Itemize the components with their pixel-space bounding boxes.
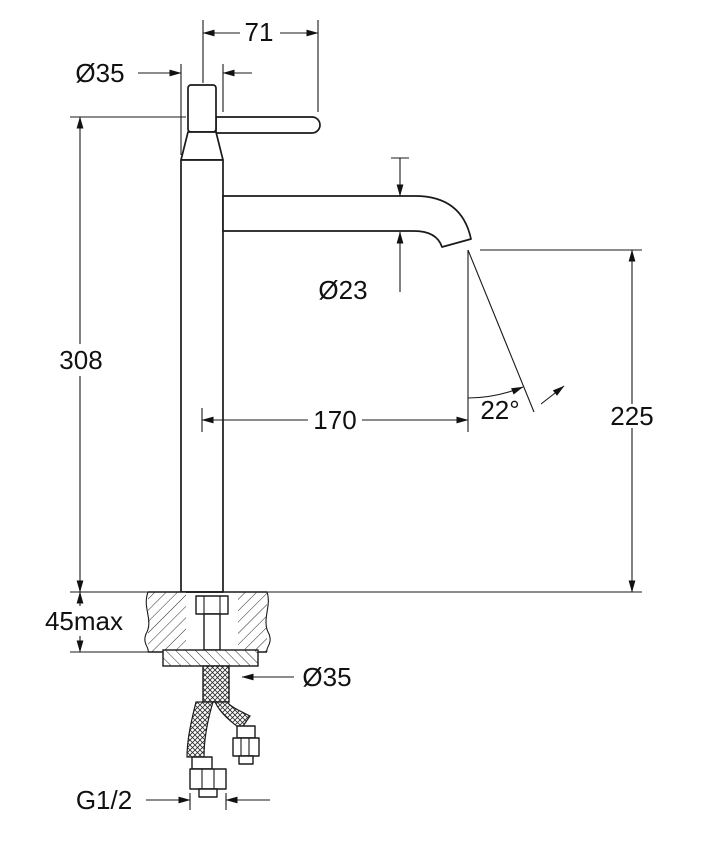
deck-hatch-left xyxy=(148,592,186,652)
deck-break-line-left xyxy=(144,591,150,653)
dim-label-shank-hole-diameter: Ø35 xyxy=(302,662,351,692)
faucet-spout xyxy=(222,195,472,248)
dim-body-diameter: Ø35 xyxy=(75,58,252,155)
faucet-cap-stem xyxy=(187,84,217,133)
faucet-handle xyxy=(215,116,321,134)
dim-label-spout-height: 225 xyxy=(610,401,653,431)
threaded-shank xyxy=(202,665,230,703)
dim-deck-thickness: 45max xyxy=(45,591,148,653)
dim-label-spout-reach: 170 xyxy=(313,405,356,435)
faucet-body xyxy=(180,159,224,593)
angle-arc xyxy=(467,386,524,399)
dim-spout-height: 225 xyxy=(480,249,654,593)
dim-label-stream-angle: 22° xyxy=(480,395,519,425)
hex-fitting-right xyxy=(232,737,260,757)
deck-break-line-right xyxy=(265,591,271,653)
dim-label-body-diameter: Ø35 xyxy=(75,58,124,88)
hex-fitting-left xyxy=(189,768,227,790)
angle-leader-arrow xyxy=(540,385,565,405)
hose-collar-right xyxy=(236,725,256,739)
deck-hatch-right xyxy=(238,592,267,652)
dim-handle-length: 71 xyxy=(202,17,319,112)
water-stream-lines xyxy=(467,249,565,432)
mounting-stud xyxy=(203,613,221,651)
supply-hose-left xyxy=(186,701,214,758)
dim-label-spout-diameter: Ø23 xyxy=(318,275,367,305)
dim-spout-reach: 170 xyxy=(201,405,469,435)
faucet xyxy=(180,84,472,593)
hose-collar-left xyxy=(191,756,213,770)
dim-spout-diameter: Ø23 xyxy=(318,157,409,305)
dim-label-deck-thickness: 45max xyxy=(45,606,123,636)
dim-thread-size: G1/2 xyxy=(76,785,270,815)
dim-stream-angle: 22° xyxy=(480,395,519,425)
mounting-deck xyxy=(70,591,642,653)
dim-body-height: 308 xyxy=(59,116,186,593)
dim-shank-hole-diameter: Ø35 xyxy=(241,662,352,692)
under-counter-assembly xyxy=(162,595,260,798)
stream-angled-line xyxy=(467,249,535,413)
supply-hose-right xyxy=(214,701,251,730)
faucet-neck-cone xyxy=(180,131,224,161)
cartridge-nut xyxy=(195,595,229,615)
mounting-washer xyxy=(162,649,259,667)
dim-label-handle-length: 71 xyxy=(245,17,274,47)
fitting-tip-right xyxy=(238,755,254,765)
dim-label-body-height: 308 xyxy=(59,345,102,375)
dim-label-thread-size: G1/2 xyxy=(76,785,132,815)
fitting-tip-left xyxy=(198,788,218,798)
